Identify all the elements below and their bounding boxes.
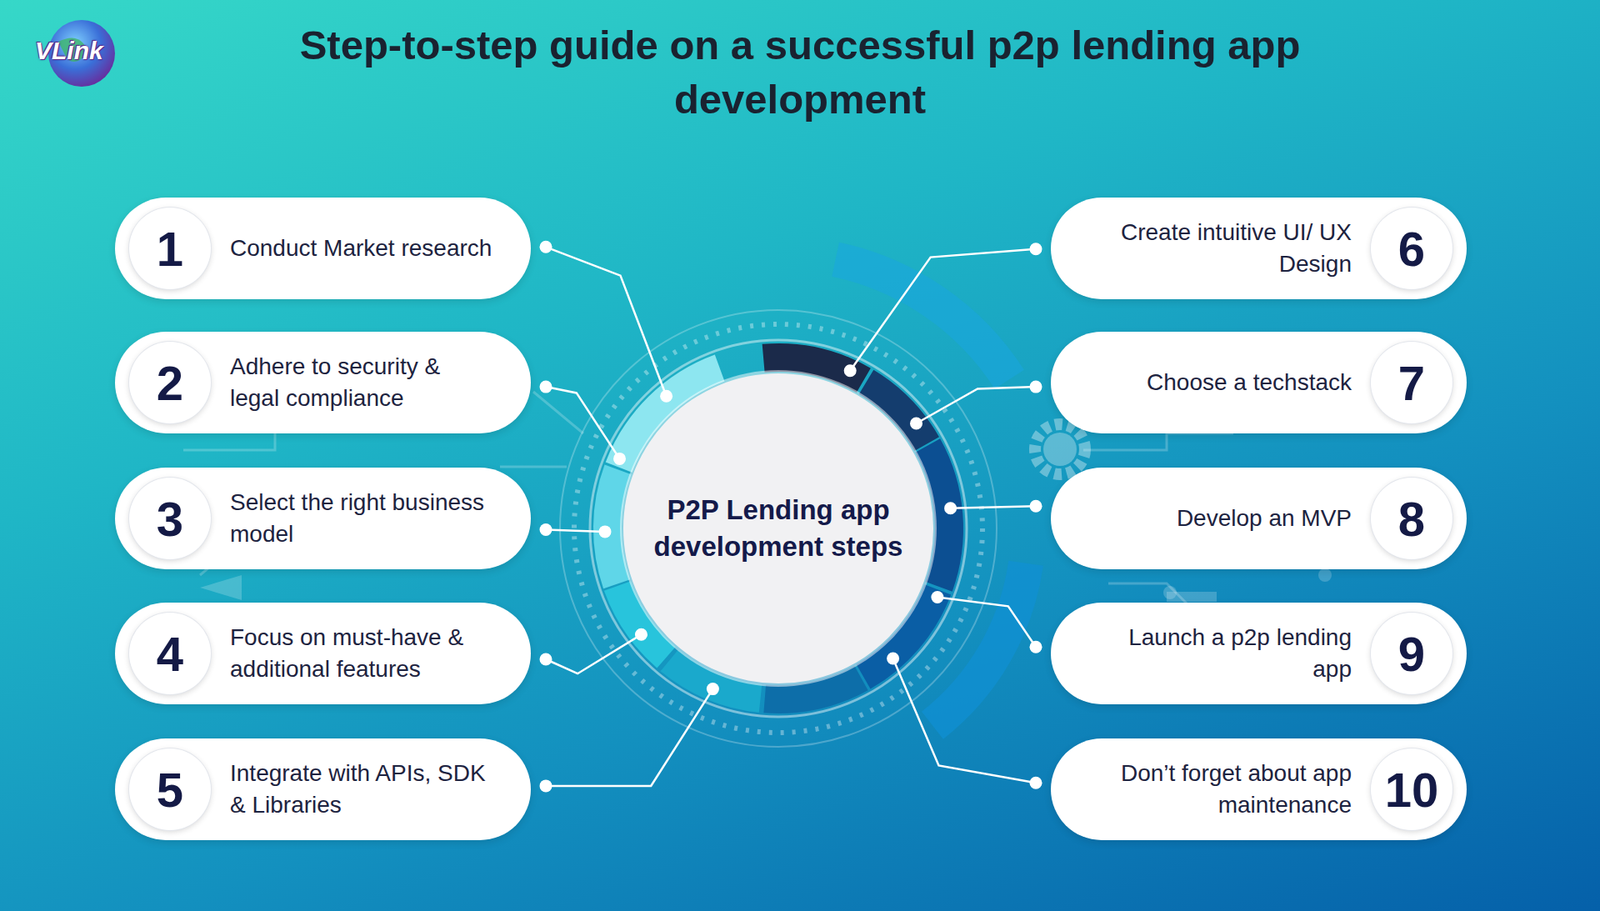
step-pill: 7 Choose a techstack [1050, 331, 1467, 434]
step-pill: 2 Adhere to security & legal compliance [115, 331, 531, 434]
logo-text: VLink [35, 36, 104, 65]
step-pill: 9 Launch a p2p lending app [1050, 602, 1467, 705]
leader-path [850, 249, 1036, 371]
step-number: 10 [1370, 748, 1453, 830]
step-number: 1 [129, 207, 211, 290]
gear-hub [1043, 432, 1077, 466]
leader-line [930, 590, 1042, 654]
hub-circle: P2P Lending app development steps [623, 373, 934, 684]
step-label: Develop an MVP [1176, 502, 1352, 535]
leader-dot [660, 390, 673, 403]
step-pill: 1 Conduct Market research [115, 197, 531, 300]
leader-line [540, 523, 612, 538]
outer-arc [452, 202, 1105, 855]
leader-dot [635, 628, 648, 641]
leader-path [545, 634, 642, 674]
leader-dot [613, 452, 626, 465]
leader-path [545, 246, 667, 396]
leader-dot [1030, 776, 1043, 790]
leader-line [540, 682, 720, 792]
step-number: 5 [129, 748, 211, 830]
title: Step-to-step guide on a successful p2p l… [245, 18, 1355, 126]
step-pill: 4 Focus on must-have & additional feature… [115, 602, 531, 705]
leader-dot [1030, 500, 1043, 513]
leader-path [937, 597, 1036, 648]
leader-dot [1030, 640, 1043, 654]
step-label: Conduct Market research [230, 232, 492, 265]
leader-dot [706, 682, 720, 695]
leader-line [844, 242, 1043, 377]
leader-dot [886, 652, 900, 665]
ring-outline [590, 340, 967, 717]
title-wrap: Step-to-step guide on a successful p2p l… [0, 18, 1600, 126]
step-label: Launch a p2p lending app [1086, 621, 1352, 685]
leader-dot [540, 240, 553, 254]
leader-line [540, 628, 649, 674]
step-number: 6 [1370, 207, 1453, 290]
leader-dot [844, 364, 857, 377]
leader-line [540, 240, 674, 403]
step-label: Integrate with APIs, SDK & Libraries [230, 757, 495, 820]
leader-line [540, 380, 627, 465]
step-label: Select the right business model [230, 486, 495, 550]
step-pill: 8 Develop an MVP [1050, 467, 1467, 570]
step-number: 4 [129, 612, 211, 695]
leader-dot [540, 779, 553, 792]
leader-path [545, 530, 605, 532]
leader-path [893, 658, 1036, 783]
leader-dot [1030, 242, 1043, 255]
leader-dot [944, 501, 957, 515]
step-number: 2 [129, 341, 211, 424]
gear-icon [1035, 424, 1085, 475]
leader-dot [540, 523, 553, 536]
step-number: 8 [1370, 477, 1453, 560]
leader-dot [540, 653, 553, 666]
step-pill: 5 Integrate with APIs, SDK & Libraries [115, 738, 531, 840]
leader-path [545, 689, 713, 786]
leader-dot [910, 417, 923, 430]
segment-ring [537, 287, 1020, 770]
leader-path [950, 505, 1036, 509]
step-label: Create intuitive UI/ UX Design [1086, 216, 1352, 280]
step-label: Adhere to security & legal compliance [230, 350, 495, 414]
leader-path [916, 386, 1037, 424]
step-label: Don’t forget about app maintenance [1086, 757, 1352, 820]
step-label: Focus on must-have & additional features [230, 621, 495, 685]
hub-label: P2P Lending app development steps [653, 491, 904, 565]
step-pill: 6 Create intuitive UI/ UX Design [1050, 197, 1467, 300]
leader-dot [1030, 380, 1043, 394]
tick-ring [574, 324, 983, 733]
step-pill: 10 Don’t forget about app maintenance [1050, 738, 1467, 840]
leader-dot [540, 380, 553, 394]
outer-ring [560, 310, 997, 747]
step-pill: 3 Select the right business model [115, 467, 531, 570]
leader-dot [930, 590, 944, 604]
outer-arc [495, 245, 1061, 811]
leader-dot [599, 525, 612, 538]
leader-line [886, 652, 1042, 790]
leader-line [910, 380, 1043, 430]
step-label: Choose a techstack [1146, 366, 1352, 399]
step-number: 7 [1370, 341, 1453, 424]
step-number: 9 [1370, 612, 1453, 695]
leader-line [944, 500, 1042, 515]
step-number: 3 [129, 477, 211, 560]
leader-path [545, 386, 620, 459]
